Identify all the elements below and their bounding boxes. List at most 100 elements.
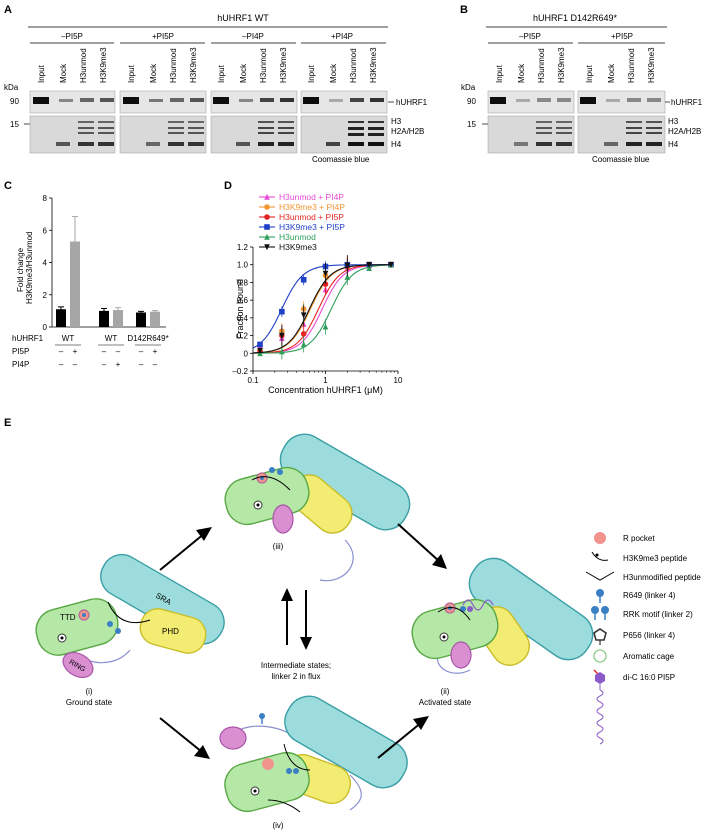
legend-r649: R649 (linker 4)	[623, 591, 676, 600]
lane-label: Mock	[607, 63, 616, 83]
panel-label-e: E	[4, 417, 11, 429]
r649-icon	[596, 589, 604, 603]
state-ii-activated: (ii) Activated state	[411, 557, 594, 707]
gel-b-marker-15: 15	[467, 120, 476, 129]
ring-domain	[219, 726, 247, 750]
legend-label: H3unmod + PI5P	[279, 212, 344, 222]
condition-sign: –	[153, 360, 158, 369]
state-iv-number: (iv)	[272, 821, 283, 830]
phd-label: PHD	[162, 627, 179, 636]
fit-curve	[252, 264, 392, 354]
chart-c-ylabel-line2: H3K9me3/H3unmod	[25, 232, 34, 304]
transition-arrows	[159, 523, 447, 759]
bar	[150, 311, 160, 327]
lane-label: H3K9me3	[647, 47, 656, 83]
lane-label: H3unmod	[537, 48, 546, 83]
legend-label: H3K9me3 + PI4P	[279, 202, 345, 212]
pi5p-lipid-icon	[593, 669, 605, 745]
data-point	[279, 332, 285, 339]
y-axis-label: Fraction bound	[235, 279, 245, 339]
gel-a-band-h3: H3	[391, 117, 402, 126]
state-ii-name: Activated state	[419, 698, 472, 707]
data-point	[300, 341, 307, 348]
lane-label: H3unmod	[79, 48, 88, 83]
legend-aromatic-cage: Aromatic cage	[623, 652, 675, 661]
legend-h3unmodified: H3unmodified peptide	[623, 573, 701, 582]
gel-a-group-2: +PI5P	[152, 32, 174, 41]
data-point	[279, 308, 285, 315]
y-tick-label: 8	[43, 194, 48, 203]
legend-marker	[264, 233, 270, 240]
gel-b-band-h4: H4	[668, 140, 679, 149]
state-iii-number: (iii)	[273, 542, 284, 551]
gel-b-stain: Coomassie blue	[592, 155, 650, 164]
y-tick-label: 4	[43, 259, 48, 268]
condition-sign: +	[116, 360, 121, 369]
legend-label: H3unmod + PI4P	[279, 192, 344, 202]
bar	[99, 310, 109, 327]
row-label-huhrf1: hUHRF1	[12, 334, 44, 343]
lane-label: H3K9me3	[189, 47, 198, 83]
data-point	[300, 276, 307, 283]
legend-marker	[264, 224, 270, 230]
y-tick-label: 0.2	[237, 332, 249, 341]
lane-label: Input	[127, 64, 136, 83]
lane-label: Mock	[149, 63, 158, 83]
y-tick-label: 0.8	[237, 278, 249, 287]
data-point	[388, 261, 394, 269]
gel-a-lane-labels: Input Mock H3unmod H3K9me3 Input Mock H3…	[37, 47, 378, 83]
ttd-domain	[224, 466, 310, 526]
legend-pi5p: di-C 16:0 PI5P	[623, 673, 675, 682]
sra-domain	[284, 695, 408, 789]
condition-sign: –	[139, 360, 144, 369]
legend-label: H3K9me3	[279, 242, 317, 252]
gel-a-kda-label: kDa	[4, 83, 19, 92]
state-i-ground: SRA PHD TTD RING (i) Ground state	[35, 553, 225, 707]
bar	[56, 309, 66, 327]
ring-domain	[272, 504, 294, 534]
row-label-pi5p: PI5P	[12, 347, 29, 356]
data-point	[366, 261, 372, 269]
ttd-domain	[35, 598, 119, 656]
gel-a-stain: Coomassie blue	[312, 155, 370, 164]
gel-a-band-h4: H4	[391, 140, 402, 149]
gel-a-marker-90: 90	[10, 97, 19, 106]
lane-label: Mock	[329, 63, 338, 83]
legend-marker	[264, 204, 270, 210]
y-tick-label: 1.2	[237, 243, 249, 252]
bar	[70, 241, 80, 327]
gel-b-group-2: +PI5P	[611, 32, 633, 41]
lane-label: Input	[585, 64, 594, 83]
condition-sign: –	[102, 360, 107, 369]
condition-sign: –	[59, 360, 64, 369]
chart-c-table: hUHRF1 PI5P PI4P	[12, 334, 44, 369]
gel-b-group-1: –PI5P	[519, 32, 541, 41]
aromatic-cage-icon	[593, 649, 607, 663]
lane-label: H3K9me3	[279, 47, 288, 83]
h3unmodified-peptide-icon	[585, 571, 615, 581]
diagram-legend: R pocket H3K9me3 peptide H3unmodified pe…	[585, 532, 701, 745]
gel-b-kda-label: kDa	[461, 83, 476, 92]
ttd-domain	[224, 751, 310, 813]
r-pocket-icon	[594, 532, 606, 544]
condition-sign: –	[59, 347, 64, 356]
gel-b-lane-labels: Input Mock H3unmod H3K9me3 Input Mock H3…	[495, 47, 656, 83]
ring-domain	[62, 651, 94, 679]
state-iii: (iii)	[224, 433, 411, 582]
data-point	[300, 331, 307, 337]
y-tick-label: 2	[43, 291, 48, 300]
group-label: WT	[62, 334, 75, 343]
chart-c-ylabel: Fold change	[16, 247, 25, 292]
lane-label: Mock	[59, 63, 68, 83]
condition-sign: +	[73, 347, 78, 356]
group-label: D142R649*	[127, 334, 168, 343]
legend-rrk: RRK motif (linker 2)	[623, 610, 693, 619]
lane-label: Input	[495, 64, 504, 83]
gel-a-group-headers: –PI5P +PI5P –PI4P +PI4P	[30, 32, 386, 44]
lane-label: Input	[307, 64, 316, 83]
x-axis-label: Concentration hUHRF1 (μM)	[268, 385, 383, 395]
lane-label: H3unmod	[627, 48, 636, 83]
legend-r-pocket: R pocket	[623, 534, 655, 543]
